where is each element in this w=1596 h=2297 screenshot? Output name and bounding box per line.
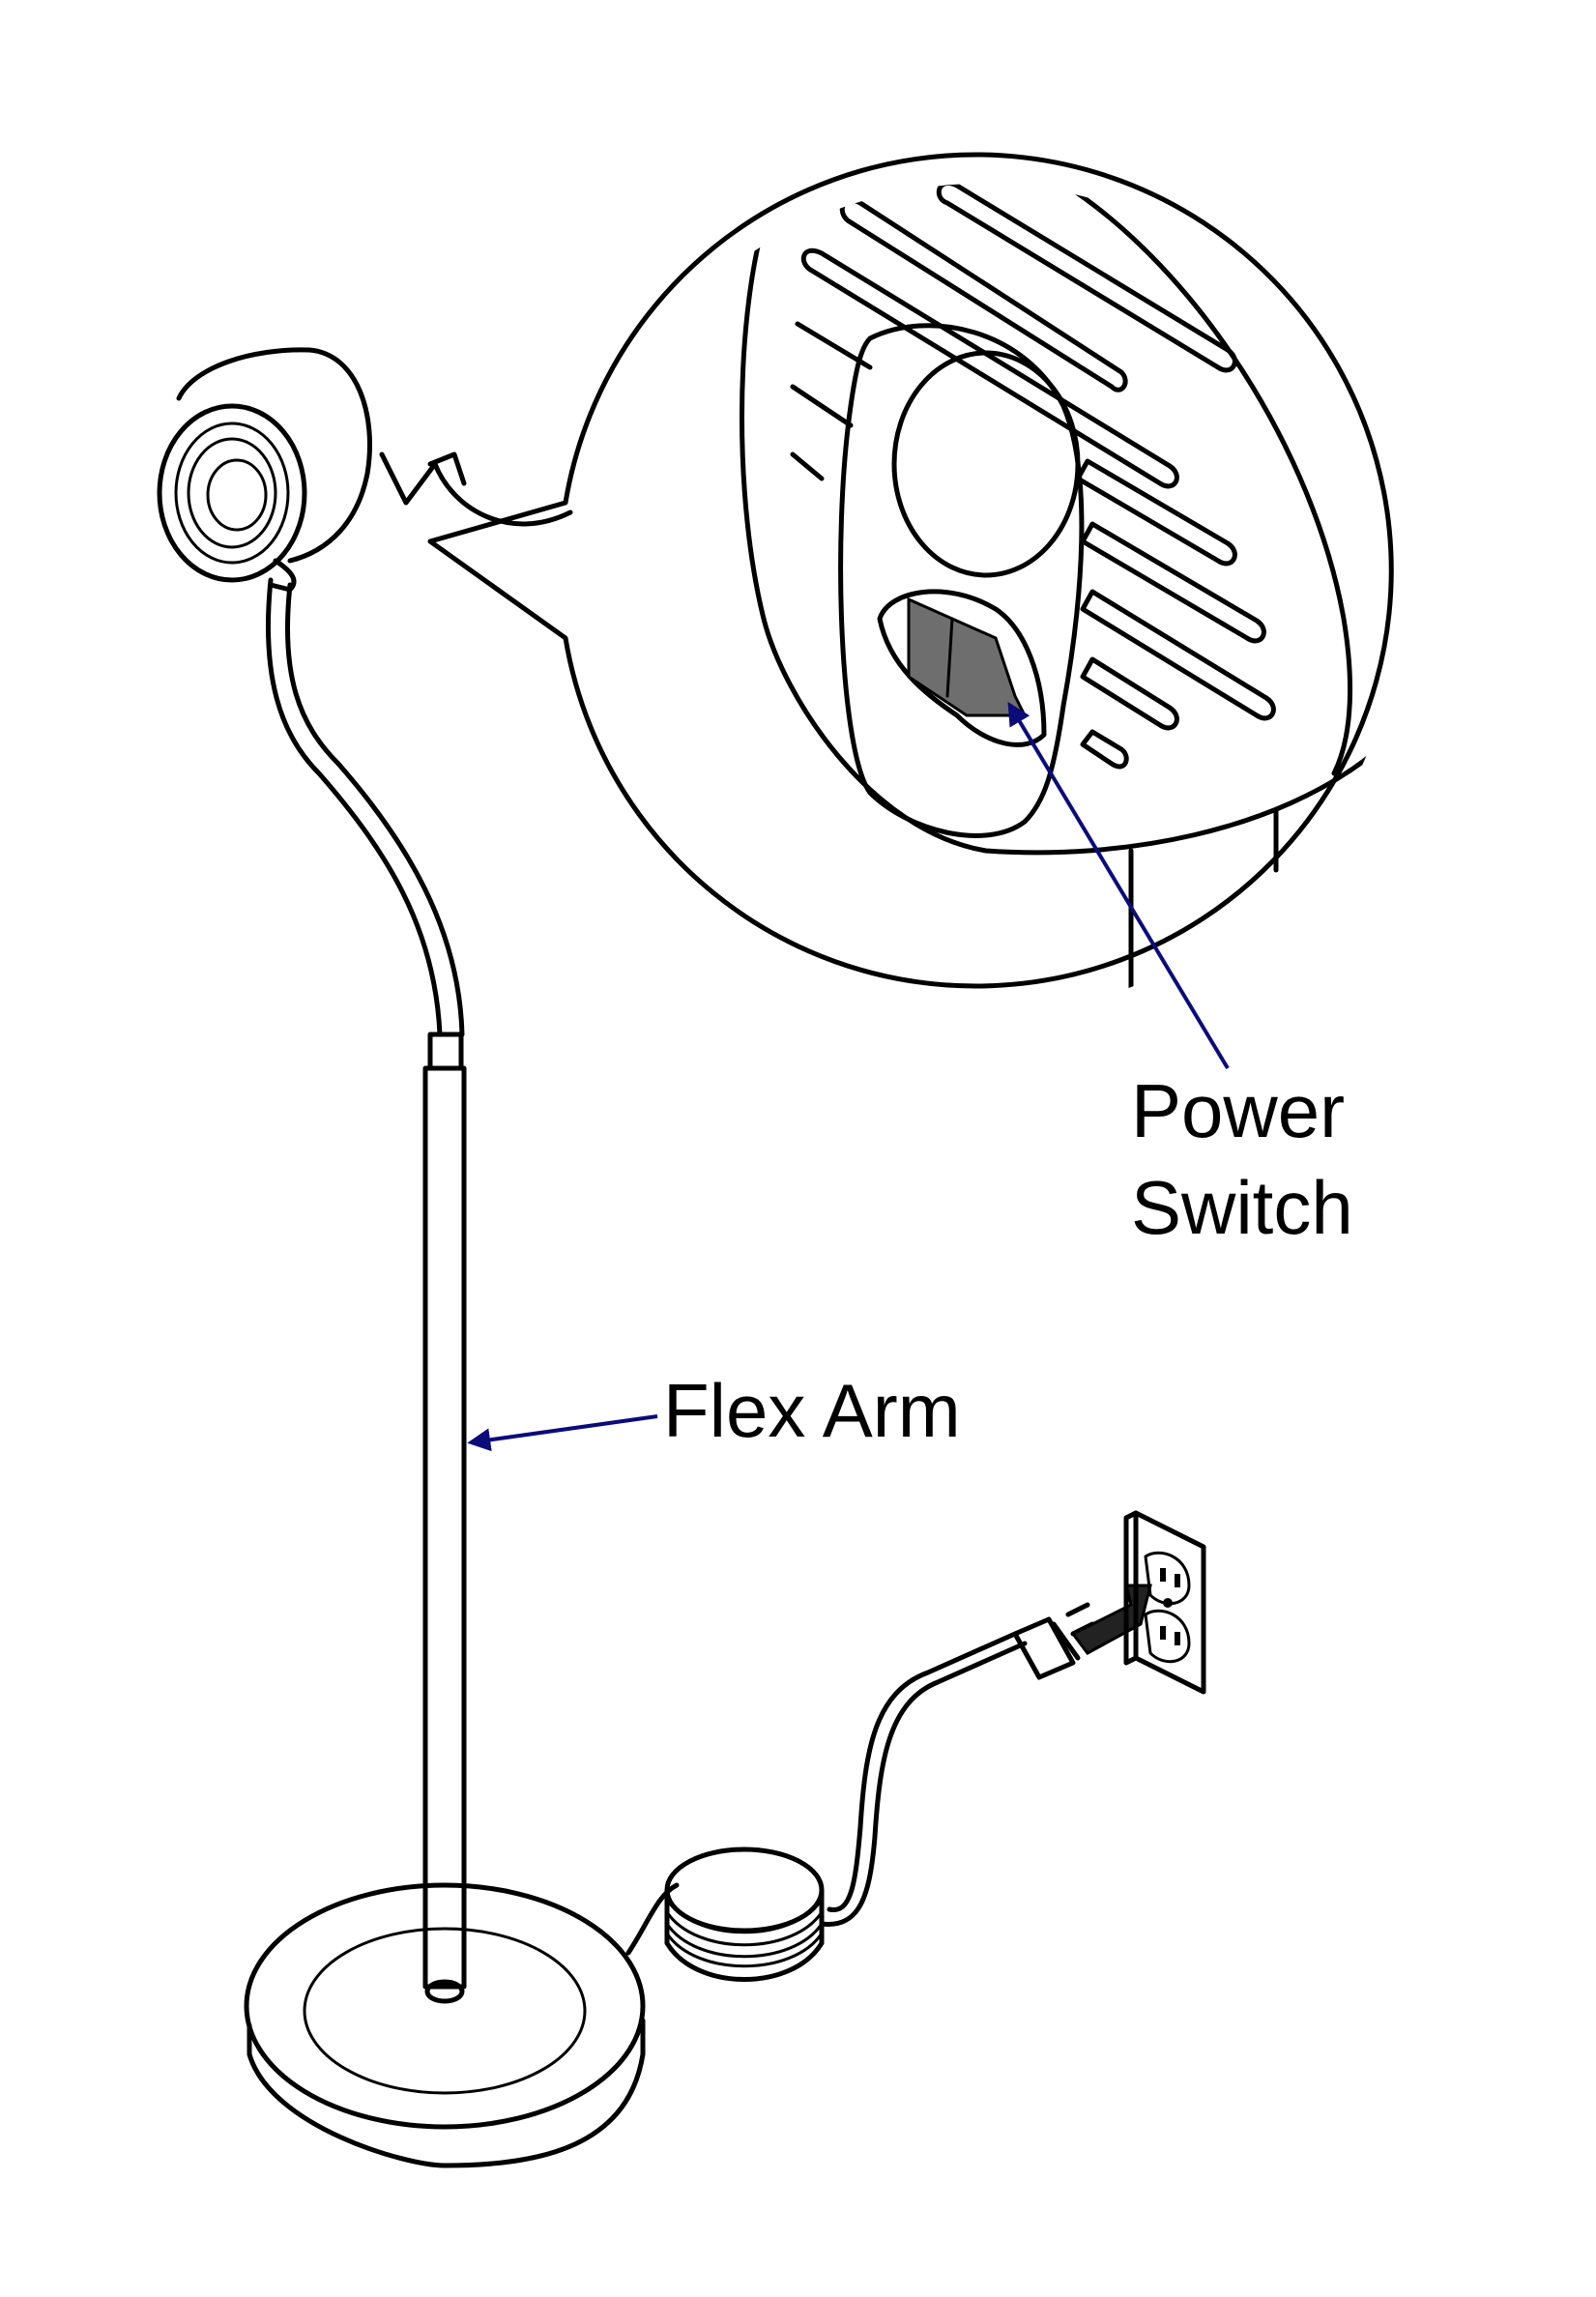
lamp-head-icon	[157, 347, 372, 593]
lamp-base-icon	[244, 1882, 646, 2168]
power-switch-label-line2: Switch	[1131, 1164, 1353, 1250]
wall-outlet-icon	[1123, 1510, 1206, 1695]
flex-arm-icon	[266, 577, 467, 1990]
power-switch-label-line1: Power	[1131, 1068, 1346, 1153]
zoom-arrow-icon	[379, 451, 573, 527]
cord-coil-icon	[625, 1631, 1028, 1982]
flex-arm-label: Flex Arm	[663, 1368, 961, 1453]
power-switch-callout-line	[1007, 701, 1230, 1070]
flex-arm-callout-line	[467, 1414, 658, 1452]
zoom-bubble	[379, 152, 1394, 1015]
power-switch-label: Power Switch	[1131, 1063, 1353, 1257]
